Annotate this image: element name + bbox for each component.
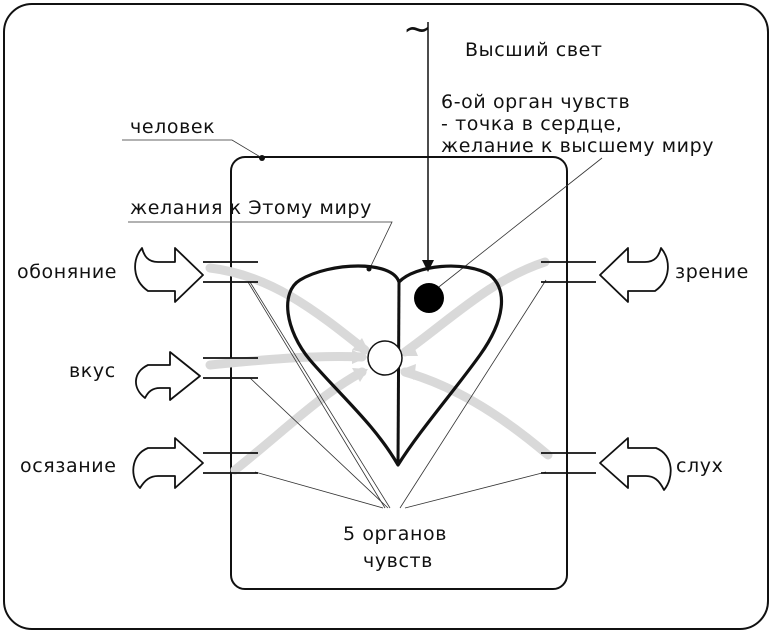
- flow-smell: [205, 263, 370, 355]
- sensory-flow-heads: [352, 338, 418, 382]
- right-ports: [541, 261, 596, 474]
- label-taste: вкус: [69, 360, 116, 382]
- flow-taste-head: [352, 350, 368, 364]
- flow-sight-head: [400, 342, 418, 356]
- tilde-symbol: ~: [403, 9, 432, 49]
- label-five-senses-1: 5 органов: [343, 523, 447, 545]
- flow-sight: [400, 257, 550, 357]
- label-desires-world: желания к Этому миру: [130, 197, 372, 219]
- flow-touch-head: [352, 368, 368, 382]
- label-touch: осязание: [20, 455, 117, 477]
- flow-smell-head: [352, 338, 370, 354]
- person-leader-dot: [259, 155, 265, 161]
- label-smell: обоняние: [17, 261, 117, 283]
- label-sixth-sense-3: желание к высшему миру: [441, 135, 714, 157]
- label-person: человек: [130, 116, 215, 138]
- label-sight: зрение: [675, 261, 749, 283]
- flow-hearing: [400, 367, 553, 460]
- touch-arrow: [132, 437, 204, 489]
- convergence-lines: [247, 279, 547, 509]
- flow-touch: [230, 367, 367, 475]
- outer-frame: [3, 3, 769, 630]
- flow-hearing-head: [400, 364, 416, 380]
- label-five-senses-2: чувств: [363, 550, 433, 572]
- point-in-heart-dot: [414, 283, 444, 313]
- heart-divider: [396, 281, 401, 466]
- left-input-arrows: [132, 247, 204, 489]
- flow-taste: [205, 352, 367, 370]
- desires-leader: [128, 221, 393, 269]
- taste-arrow: [135, 351, 201, 401]
- label-sixth-sense-1: 6-ой орган чувств: [441, 91, 630, 113]
- label-hearing: слух: [676, 455, 723, 477]
- sight-arrow: [599, 247, 669, 303]
- label-higher-light: Высший свет: [465, 39, 603, 61]
- hearing-arrow: [599, 437, 672, 491]
- person-leader: [122, 139, 263, 159]
- heart-center-circle: [367, 340, 403, 376]
- right-input-arrows: [599, 247, 672, 491]
- sensory-flow-arrows: [205, 257, 553, 475]
- label-sixth-sense-2: - точка в сердце,: [441, 113, 622, 135]
- left-ports: [203, 261, 258, 474]
- smell-arrow: [134, 247, 204, 303]
- person-box: [230, 156, 568, 590]
